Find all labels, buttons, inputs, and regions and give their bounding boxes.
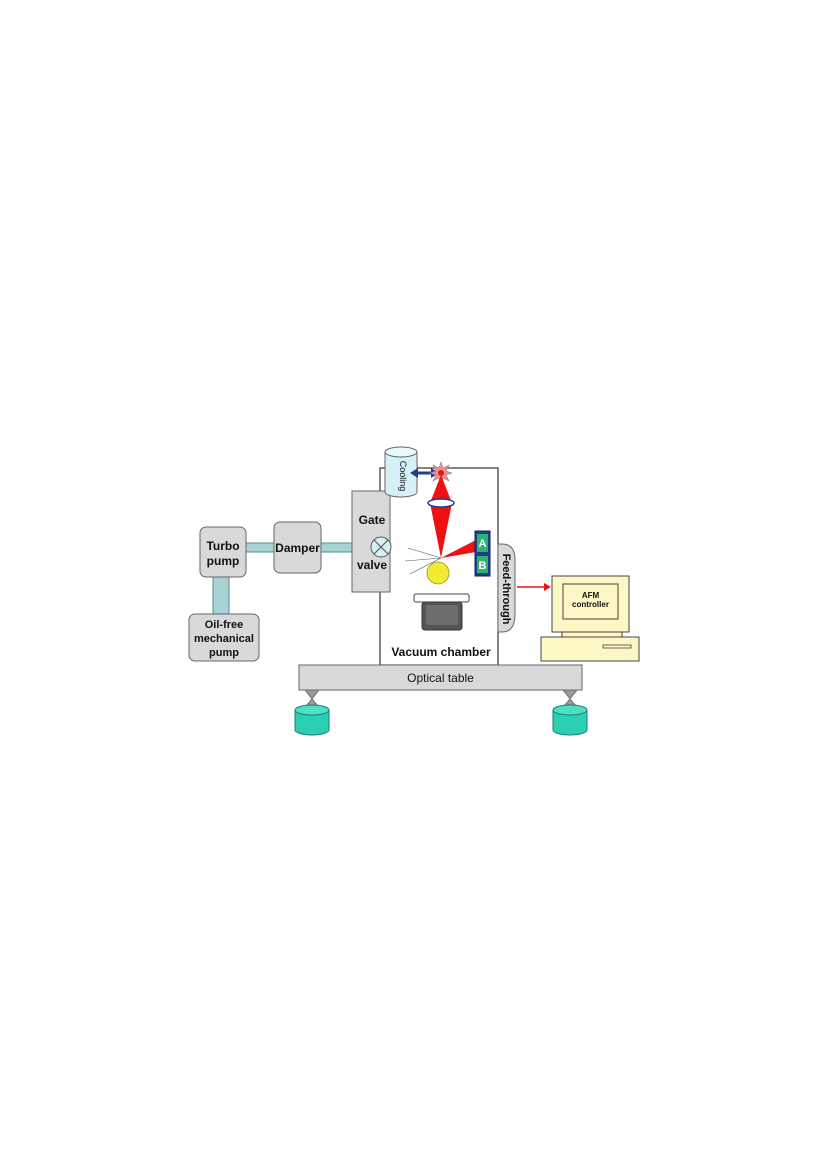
feed-through: [497, 543, 516, 633]
pipe-damper-to-gate: [319, 542, 355, 553]
lens: [427, 498, 455, 508]
sample-stage-highlight: [426, 605, 458, 625]
scatter-line-1: [407, 547, 442, 559]
afm-label-1: AFM: [582, 591, 600, 600]
sample-stage-top: [413, 593, 470, 603]
sample: [426, 561, 450, 585]
laser-source-dot: [438, 470, 444, 476]
damper-label: Damper: [275, 541, 320, 555]
left-leg-cylinder: [294, 710, 330, 736]
vacuum-chamber-label: Vacuum chamber: [391, 645, 491, 659]
valve-icon-cross-2: [373, 539, 389, 555]
laser-beam-lower: [430, 503, 452, 558]
disk-slot: [602, 644, 632, 649]
feed-through-label: Feed-through: [500, 554, 512, 625]
afm-label-2: controller: [572, 600, 609, 609]
right-leg-top: [552, 704, 588, 716]
photodiode-label-a: A: [479, 538, 487, 550]
damper-box: [273, 521, 322, 574]
cooling-cylinder: [384, 452, 418, 498]
computer-base: [540, 636, 640, 662]
monitor-stand: [561, 631, 623, 638]
laser-beam-reflected: [441, 540, 476, 558]
gate-label: Gate: [359, 513, 386, 527]
left-leg-connector: [304, 689, 320, 700]
scatter-line-2: [404, 557, 442, 562]
scatter-line-3: [409, 557, 442, 575]
monitor-screen: [562, 583, 619, 620]
photodiode-label-b: B: [479, 560, 487, 572]
signal-arrow-head: [544, 583, 551, 591]
turbo-pump-label-1: Turbo: [206, 539, 239, 553]
cooling-arrow-head-left: [410, 468, 418, 478]
optical-table-label: Optical table: [407, 671, 474, 685]
mechanical-pump-box: [188, 613, 260, 662]
photodiode-cell-b: [477, 556, 488, 573]
optical-table: [298, 664, 583, 691]
mechanical-pump-label-3: pump: [209, 647, 239, 659]
cooling-cylinder-top: [384, 446, 418, 458]
right-leg-connector: [562, 689, 578, 700]
turbo-pump-label-2: pump: [207, 554, 240, 568]
cooling-label: Cooling: [398, 461, 408, 492]
photodiode-cell-a: [477, 534, 488, 552]
right-leg-cylinder: [552, 710, 588, 736]
mechanical-pump-label-2: mechanical: [194, 633, 254, 645]
laser-beam-upper: [430, 475, 452, 503]
pipe-turbo-to-damper: [242, 542, 278, 553]
mechanical-pump-label-1: Oil-free: [205, 619, 244, 631]
valve-label: valve: [357, 558, 387, 572]
turbo-pump-box: [199, 526, 247, 578]
pipe-turbo-to-mechanical: [212, 575, 230, 617]
left-leg-top: [294, 704, 330, 716]
